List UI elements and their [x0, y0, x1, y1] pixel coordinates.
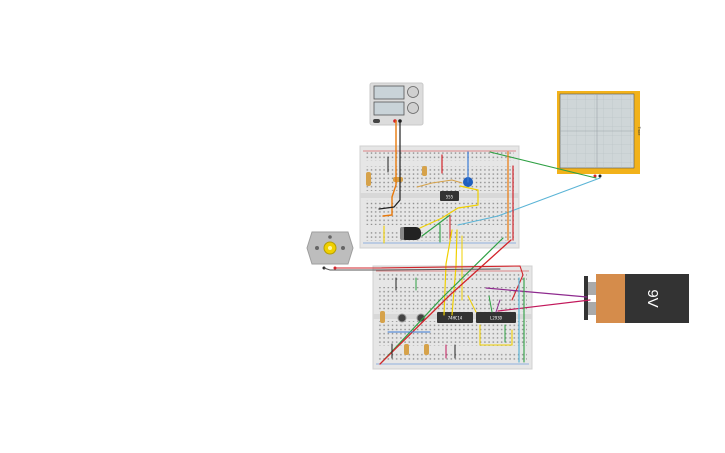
scope-probe-negative[interactable] — [598, 174, 602, 178]
resistor-6[interactable] — [424, 344, 429, 355]
pushbutton-1[interactable] — [397, 313, 407, 323]
resistor-2[interactable] — [393, 177, 403, 182]
wire-supply-negative[interactable] — [378, 120, 401, 210]
capacitor-electrolytic[interactable] — [400, 227, 421, 240]
wire-battery-positive[interactable] — [485, 287, 588, 298]
breadboard-top[interactable] — [359, 145, 520, 249]
battery-9v[interactable]: 9V — [584, 274, 689, 323]
chip-l293d[interactable]: L293D — [476, 312, 516, 323]
chip-555[interactable]: 555 — [440, 191, 459, 201]
wire-motor-negative[interactable] — [323, 267, 501, 271]
resistor-3[interactable] — [422, 166, 427, 176]
battery-snap-negative[interactable] — [588, 302, 597, 315]
power-supply[interactable] — [369, 82, 424, 126]
pushbutton-2[interactable] — [416, 313, 426, 323]
supply-display-current — [373, 101, 405, 116]
dc-motor[interactable] — [306, 231, 354, 270]
oscilloscope[interactable]: Trace — [557, 91, 641, 178]
battery-label: 9V — [644, 289, 661, 307]
chip-l293d-label: L293D — [490, 316, 503, 321]
chip-74hc14[interactable]: 74HC14 — [437, 312, 473, 323]
scope-probe-positive[interactable] — [593, 174, 597, 178]
wires[interactable] — [323, 120, 601, 365]
resistor-5[interactable] — [404, 344, 409, 355]
battery-snap-positive[interactable] — [588, 282, 597, 295]
wire-battery-negative[interactable] — [497, 299, 591, 312]
resistor-1[interactable] — [366, 172, 371, 186]
wire-scope-negative[interactable] — [457, 177, 601, 226]
resistor-4[interactable] — [380, 311, 385, 323]
wire-supply-positive[interactable] — [382, 120, 397, 217]
chip-74hc14-label: 74HC14 — [448, 316, 463, 321]
chip-555-label: 555 — [446, 195, 454, 200]
power-switch[interactable] — [373, 119, 380, 123]
current-knob[interactable] — [407, 102, 419, 114]
oscilloscope-side-label: Trace — [637, 127, 641, 136]
breadboard-bottom[interactable] — [372, 265, 533, 370]
voltage-knob[interactable] — [407, 86, 419, 98]
supply-display-voltage — [373, 85, 405, 100]
